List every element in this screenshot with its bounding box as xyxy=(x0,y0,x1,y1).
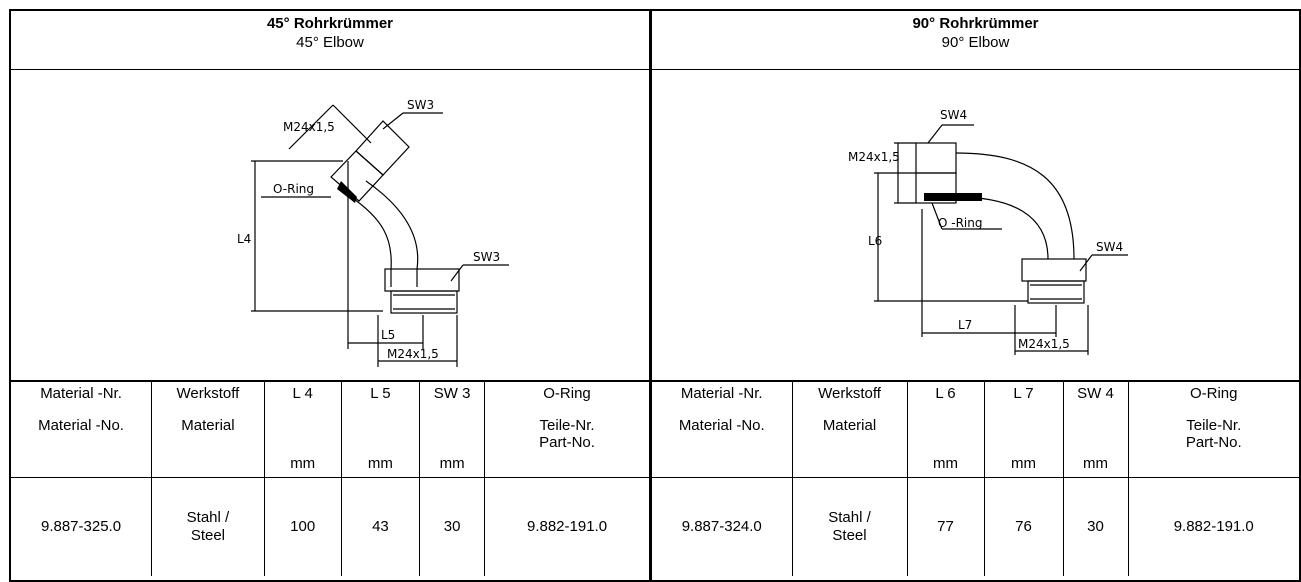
elbow-90-panel: 90° Rohrkrümmer 90° Elbow xyxy=(652,9,1301,582)
top-thread-shape xyxy=(330,150,384,202)
hdr-material-nr: Material -Nr. xyxy=(652,380,793,407)
hdr-l4: L 4 xyxy=(263,380,342,407)
sub-teile-nr: Teile-Nr. xyxy=(1186,417,1242,434)
val-l7: 76 xyxy=(983,477,1064,576)
label-oring: O -Ring xyxy=(938,216,982,230)
hdr-l6: L 6 xyxy=(906,380,985,407)
val-werkstoff: Stahl /Steel xyxy=(151,477,265,576)
unit-l5: mm xyxy=(367,455,393,472)
label-l-height: L6 xyxy=(868,234,882,248)
label-l-width: L7 xyxy=(958,318,972,332)
sub-material-no: Material -No. xyxy=(678,417,765,434)
val-l4: 100 xyxy=(263,477,342,576)
sub-material: Material xyxy=(181,417,235,434)
elbow-90-title-de: 90° Rohrkrümmer xyxy=(912,15,1039,32)
val-oring: 9.882-191.0 xyxy=(484,477,649,576)
label-l-width: L5 xyxy=(381,328,395,342)
label-oring: O-Ring xyxy=(273,182,314,196)
elbow-45-title-en: 45° Elbow xyxy=(296,34,364,51)
sub-part-no: Part-No. xyxy=(539,434,595,451)
label-thread-top: M24x1,5 xyxy=(283,120,335,134)
val-sw4: 30 xyxy=(1062,477,1129,576)
hdr-material-nr: Material -Nr. xyxy=(11,380,153,407)
elbow-90-title: 90° Rohrkrümmer 90° Elbow xyxy=(652,11,1299,70)
hdr-sw3: SW 3 xyxy=(419,380,486,407)
elbow-90-title-en: 90° Elbow xyxy=(941,34,1010,51)
hdr-werkstoff: Werkstoff xyxy=(151,380,265,407)
sub-teile-nr: Teile-Nr. xyxy=(539,417,595,434)
top-nut-shape xyxy=(355,120,410,176)
unit-sw3: mm xyxy=(439,455,465,472)
hdr-oring: O-Ring xyxy=(1127,380,1299,407)
hdr-oring: O-Ring xyxy=(484,380,649,407)
elbow-45-panel: 45° Rohrkrümmer 45° Elbow xyxy=(9,9,652,582)
elbow-90-drawing: SW4 M24x1,5 O -Ring L6 SW4 L7 M24x1,5 xyxy=(652,69,1299,382)
val-oring: 9.882-191.0 xyxy=(1127,477,1299,576)
bottom-thread-shape xyxy=(1027,280,1085,304)
pipe-outer-edge xyxy=(955,152,1075,260)
val-l6: 77 xyxy=(906,477,985,576)
val-material-nr: 9.887-324.0 xyxy=(652,477,793,576)
label-sw-top: SW4 xyxy=(940,108,967,122)
label-thread-top: M24x1,5 xyxy=(848,150,900,164)
elbow-45-spec-table: Material -Nr. Werkstoff L 4 L 5 SW 3 O-R… xyxy=(11,380,649,576)
elbow-45-technical-drawing: M24x1,5 SW3 O-Ring L4 SW3 L5 M24x1,5 xyxy=(237,98,509,367)
sub-material-no: Material -No. xyxy=(38,417,124,434)
unit-l4: mm xyxy=(290,455,316,472)
pipe-inner-edge xyxy=(365,180,419,270)
val-material-nr: 9.887-325.0 xyxy=(11,477,153,576)
top-thread-shape xyxy=(915,172,957,204)
unit-l7: mm xyxy=(1011,455,1036,472)
label-sw-bottom: SW3 xyxy=(473,250,500,264)
label-thread-bottom: M24x1,5 xyxy=(1018,337,1070,351)
hdr-sw4: SW 4 xyxy=(1062,380,1129,407)
elbow-45-title-de: 45° Rohrkrümmer xyxy=(266,15,394,32)
oring-hatch xyxy=(337,181,357,203)
label-l-height: L4 xyxy=(237,232,251,246)
hdr-l5: L 5 xyxy=(340,380,421,407)
label-thread-bottom: M24x1,5 xyxy=(387,347,439,361)
val-l5: 43 xyxy=(340,477,421,576)
oring-hatch xyxy=(924,193,982,201)
top-nut-shape xyxy=(915,142,957,174)
elbow-90-spec-table: Material -Nr. Werkstoff L 6 L 7 SW 4 O-R… xyxy=(652,380,1299,576)
sub-material: Material xyxy=(822,417,877,434)
pipe-outer-edge xyxy=(350,196,392,270)
hdr-werkstoff: Werkstoff xyxy=(791,380,908,407)
bottom-nut-shape xyxy=(1021,258,1087,282)
label-sw-bottom: SW4 xyxy=(1096,240,1123,254)
unit-l6: mm xyxy=(933,455,958,472)
elbow-90-technical-drawing: SW4 M24x1,5 O -Ring L6 SW4 L7 M24x1,5 xyxy=(848,108,1128,355)
sub-part-no: Part-No. xyxy=(1185,434,1242,451)
label-sw-top: SW3 xyxy=(407,98,434,112)
val-werkstoff: Stahl /Steel xyxy=(791,477,908,576)
bottom-nut-shape xyxy=(384,268,460,292)
unit-sw4: mm xyxy=(1083,455,1108,472)
elbow-45-drawing: M24x1,5 SW3 O-Ring L4 SW3 L5 M24x1,5 xyxy=(11,69,649,382)
elbow-45-title: 45° Rohrkrümmer 45° Elbow xyxy=(11,11,649,70)
hdr-l7: L 7 xyxy=(983,380,1064,407)
bottom-thread-shape xyxy=(390,290,458,314)
val-sw3: 30 xyxy=(419,477,486,576)
